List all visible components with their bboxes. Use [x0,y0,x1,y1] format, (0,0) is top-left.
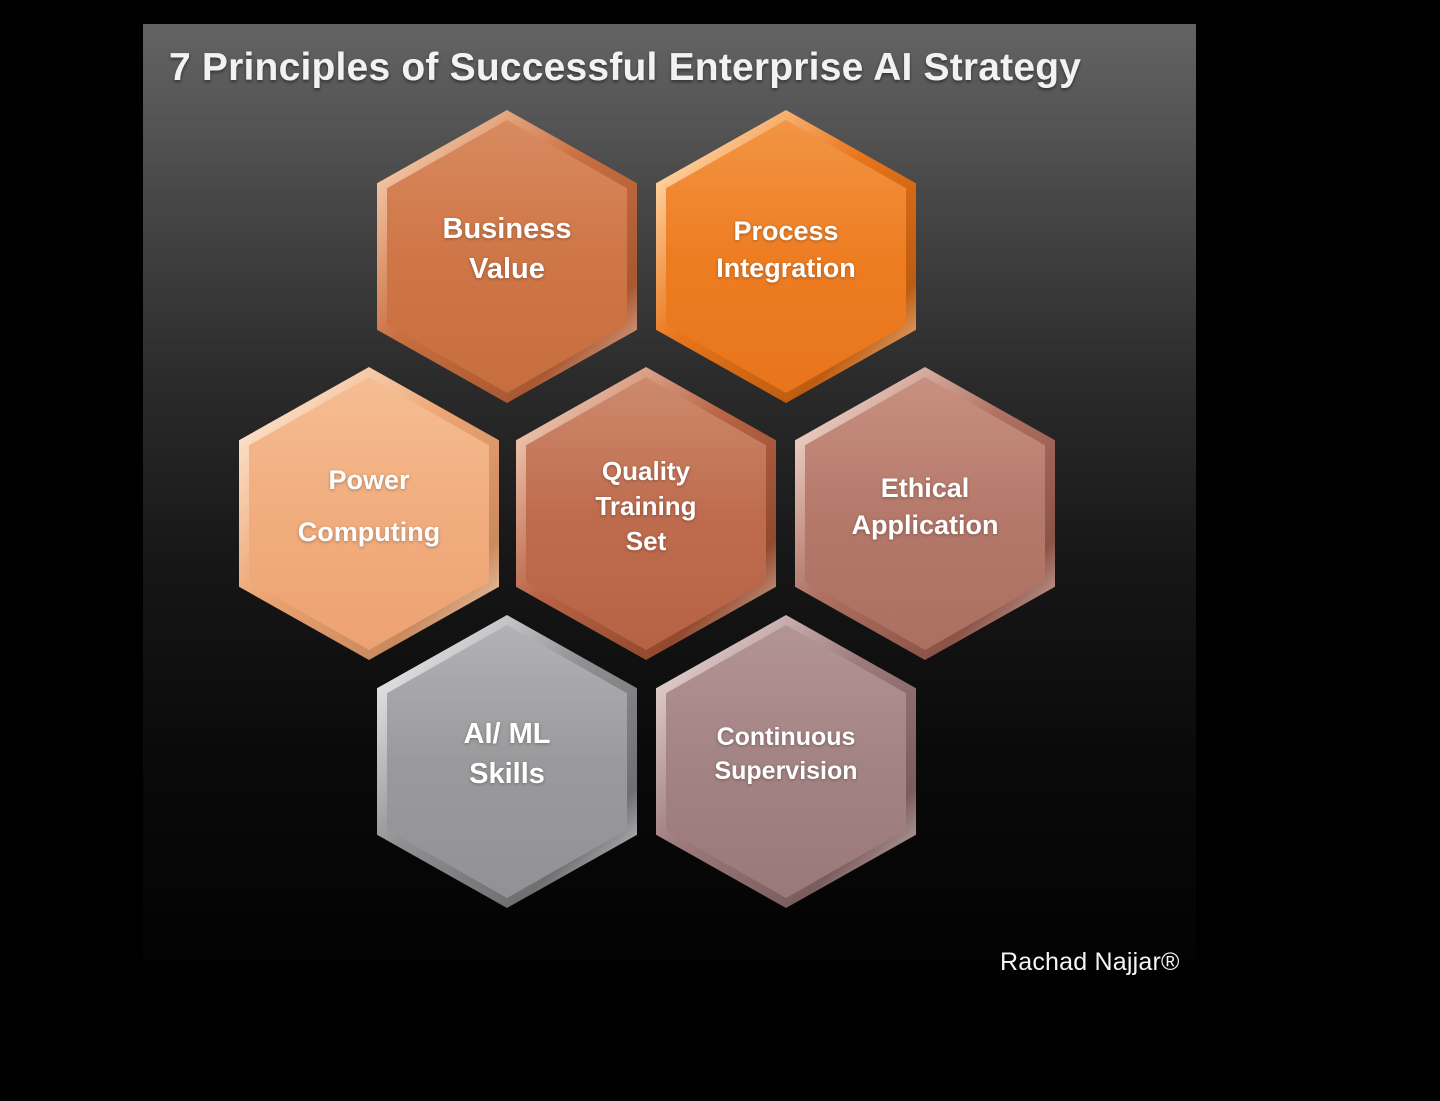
hexagon-quality-training-set: Quality Training Set [516,367,776,660]
attribution-text: Rachad Najjar® [1000,948,1180,976]
hexagon-label: Power Computing [297,465,441,547]
hexagon-label: AI/ ML Skills [463,718,551,790]
hexagon-face: Business Value [387,120,627,393]
hexagon-label: Process Integration [716,216,856,283]
hexagon-continuous-supervision: Continuous Supervision [656,615,916,908]
hexagon-label: Business Value [442,213,572,285]
hexagon-process-integration: Process Integration [656,110,916,403]
hexagon-label: Quality Training Set [595,455,697,557]
hexagon-face: Continuous Supervision [666,625,906,898]
hexagon-face: Ethical Application [805,377,1045,650]
hexagon-face: Process Integration [666,120,906,393]
hexagon-face: Quality Training Set [526,377,766,650]
hexagon-ai-ml-skills: AI/ ML Skills [377,615,637,908]
hexagon-face: AI/ ML Skills [387,625,627,898]
hexagon-ethical-application: Ethical Application [795,367,1055,660]
hexagon-face: Power Computing [249,377,489,650]
hexagon-power-computing: Power Computing [239,367,499,660]
hexagon-label: Continuous Supervision [714,722,858,785]
slide: 7 Principles of Successful Enterprise AI… [143,24,1196,960]
slide-title: 7 Principles of Successful Enterprise AI… [169,46,1082,89]
hexagon-label: Ethical Application [851,473,999,540]
hexagon-business-value: Business Value [377,110,637,403]
